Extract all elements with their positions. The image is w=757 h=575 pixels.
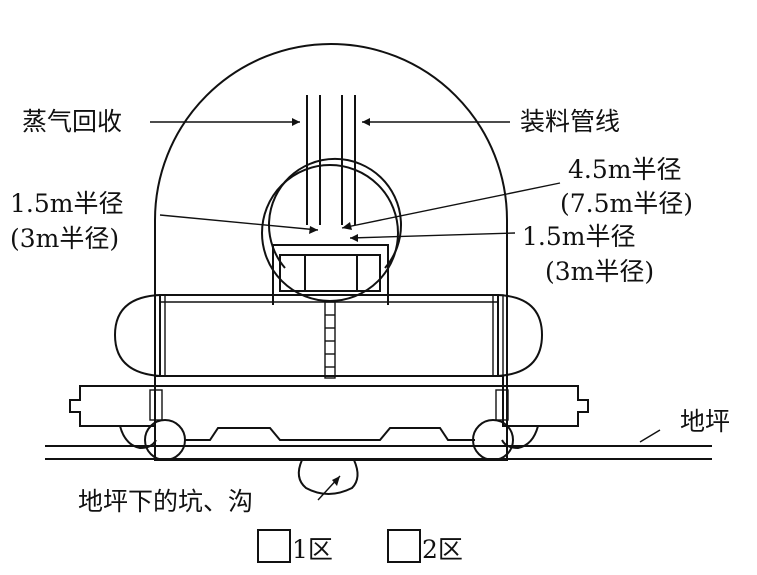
label-left-radius-15: 1.5m半径	[10, 189, 123, 218]
leader-lines	[150, 118, 661, 501]
tank-car	[69, 294, 589, 461]
legend-zone1-label: 1区	[292, 535, 333, 564]
label-ground: 地坪	[680, 407, 730, 436]
legend-zone1-swatch	[257, 529, 291, 563]
label-right-radius-15: 1.5m半径	[522, 222, 635, 251]
zone2-dome	[154, 43, 508, 461]
legend-zone2-swatch	[387, 529, 421, 563]
zone2-pit	[297, 459, 359, 495]
label-right-radius-3: (3m半径)	[545, 257, 654, 286]
label-radius-45: 4.5m半径	[568, 155, 681, 184]
label-left-radius-3: (3m半径)	[10, 224, 119, 253]
legend: 1区 2区	[257, 529, 463, 564]
tank-dome	[272, 244, 389, 305]
label-pit: 地坪下的坑、沟	[78, 487, 253, 516]
ground-line	[45, 445, 712, 460]
legend-zone2-label: 2区	[422, 535, 463, 564]
vapor-recovery-pipe	[306, 95, 321, 225]
label-vapor-recovery: 蒸气回收	[22, 107, 122, 136]
loading-line-pipe	[341, 95, 356, 225]
zone1-circle	[261, 158, 402, 302]
label-loading-line: 装料管线	[520, 107, 620, 136]
label-radius-75: (7.5m半径)	[560, 189, 693, 218]
